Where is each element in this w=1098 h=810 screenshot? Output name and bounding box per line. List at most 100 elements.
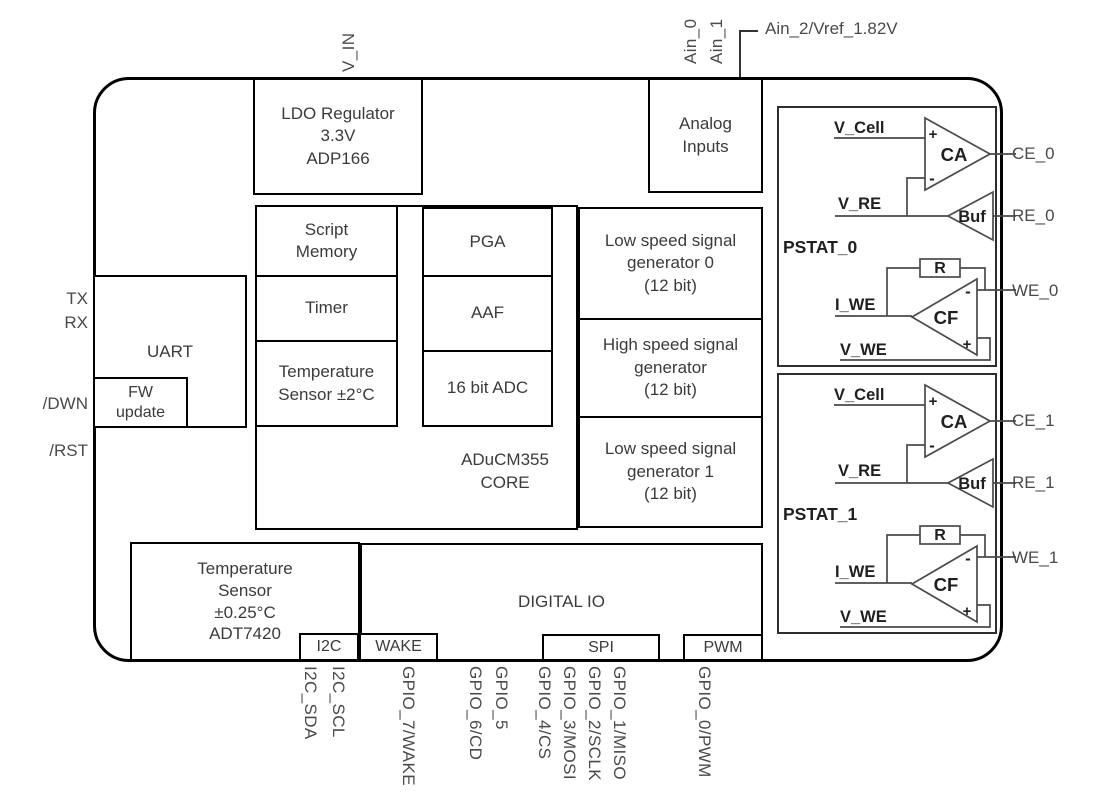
block-low-speed-gen-0: Low speed signal generator 0(12 bit): [578, 207, 763, 320]
temp-ext-line3: ±0.25°C: [214, 602, 276, 622]
pin-label-rx: RX: [64, 313, 88, 332]
pin-label-ain-2: Ain_2/Vref_1.82V: [765, 19, 898, 38]
ca-label: CA: [941, 144, 968, 165]
vcell-label: V_Cell: [834, 119, 884, 137]
digital-io-line1: DIGITAL IO: [518, 591, 605, 611]
feedback-left-wire: [886, 267, 920, 316]
pstat-1-frame: [777, 373, 997, 634]
cf-minus: -: [965, 282, 971, 301]
temp-ext-line1: Temperature: [197, 559, 293, 578]
ca-opamp-icon: [924, 383, 992, 459]
ca-plus: +: [929, 393, 938, 410]
ca-inverting-wire: [906, 177, 925, 216]
pwm-line1: PWM: [703, 638, 743, 656]
hssg-line2: generator: [634, 357, 707, 377]
pin-label-re-0: RE_0: [1012, 206, 1055, 225]
uart-line1: UART: [147, 342, 193, 361]
timer-line1: Timer: [305, 298, 348, 318]
resistor-label: R: [934, 260, 946, 277]
pin-label-we-1: WE_1: [1012, 548, 1059, 567]
cf-plus: +: [963, 336, 972, 353]
ca-minus: -: [929, 169, 935, 188]
ldo-line3: ADP166: [306, 148, 370, 168]
ca-opamp-icon: [924, 116, 992, 192]
buf-label: Buf: [958, 208, 986, 226]
pin-label-gpio-0-pwm: GPIO_0/PWM: [695, 666, 714, 778]
iwe-label: I_WE: [835, 563, 875, 581]
aaf-line1: AAF: [470, 303, 505, 323]
pin-label-ce-0: CE_0: [1012, 144, 1055, 163]
pin-label-gpio-4-cs: GPIO_4/CS: [535, 666, 554, 760]
iwe-label: I_WE: [835, 296, 875, 314]
ca-label: CA: [941, 411, 968, 432]
pstat-0-circuit: V_Cell V_RE I_WE V_WE PSTAT_0 + - CA Buf…: [777, 106, 1016, 367]
lssg0-line3: (12 bit): [644, 275, 697, 295]
pin-label-ce-1: CE_1: [1012, 411, 1055, 430]
cf-label: CF: [934, 574, 959, 595]
block-spi: SPI: [542, 634, 660, 661]
feedback-right-wire: [960, 534, 986, 557]
block-adc: 16 bit ADC: [422, 350, 553, 427]
pstat-0-name: PSTAT_0: [783, 237, 857, 257]
lssg1-line2: generator 1: [627, 461, 714, 481]
block-i2c: I2C: [299, 633, 359, 661]
cf-label: CF: [934, 307, 959, 328]
hssg-line1: High speed signal: [602, 335, 739, 355]
cf-opamp-icon: [910, 544, 978, 624]
pstat-0-frame: [777, 106, 997, 367]
ldo-line1: LDO Regulator: [281, 103, 395, 123]
script-line1: Script: [304, 219, 349, 239]
vre-label: V_RE: [838, 462, 881, 480]
temp-ext-line2: Sensor: [218, 580, 272, 600]
pin-label-v-in: V_IN: [339, 32, 358, 72]
vwe-wire: [840, 604, 991, 628]
pstat-1-name: PSTAT_1: [783, 504, 857, 524]
block-pwm: PWM: [683, 634, 763, 661]
pin-label-gpio-1-miso: GPIO_1/MISO: [610, 666, 629, 780]
block-aaf: AAF: [422, 275, 553, 352]
adc-line1: 16 bit ADC: [446, 378, 529, 398]
vwe-label: V_WE: [840, 608, 887, 626]
temp-int-line1: Temperature: [278, 362, 375, 382]
lssg1-line3: (12 bit): [644, 484, 697, 504]
cf-plus: +: [963, 603, 972, 620]
pstat-1-circuit: V_Cell V_RE I_WE V_WE PSTAT_1 + - CA Buf…: [777, 373, 1016, 634]
vre-label: V_RE: [838, 195, 881, 213]
analog-line1: Analog: [679, 114, 732, 134]
pin-label-gpio-7-wake: GPIO_7/WAKE: [399, 666, 418, 786]
spi-line1: SPI: [588, 638, 614, 656]
ca-inverting-wire: [906, 444, 925, 483]
pin-label-re-1: RE_1: [1012, 473, 1055, 492]
cf-minus: -: [965, 549, 971, 568]
core-line2: CORE: [480, 472, 530, 492]
block-timer: Timer: [255, 275, 398, 342]
fw-line1: FW: [128, 383, 153, 401]
temp-int-line2: Sensor ±2°C: [278, 384, 375, 404]
resistor-label: R: [934, 527, 946, 544]
ca-minus: -: [929, 436, 935, 455]
pin-label-i2c-scl: I2C_SCL: [329, 666, 348, 738]
pin-label-gpio-6-cd: GPIO_6/CD: [466, 666, 485, 761]
pin-label-we-0: WE_0: [1012, 281, 1059, 300]
pin-label-rst: /RST: [49, 441, 88, 460]
lssg0-line1: Low speed signal: [604, 230, 737, 250]
feedback-left-wire: [886, 534, 920, 583]
lssg0-line2: generator 0: [627, 253, 714, 273]
ca-plus: +: [929, 126, 938, 143]
pin-label-tx: TX: [66, 289, 88, 308]
pga-line1: PGA: [469, 231, 506, 251]
ldo-line2: 3.3V: [320, 126, 356, 146]
pin-label-gpio-5: GPIO_5: [492, 666, 511, 730]
pin-label-dwn: /DWN: [42, 394, 88, 413]
cf-opamp-icon: [910, 277, 978, 357]
pin-label-gpio-3-mosi: GPIO_3/MOSI: [560, 666, 579, 780]
block-wake: WAKE: [359, 633, 438, 661]
